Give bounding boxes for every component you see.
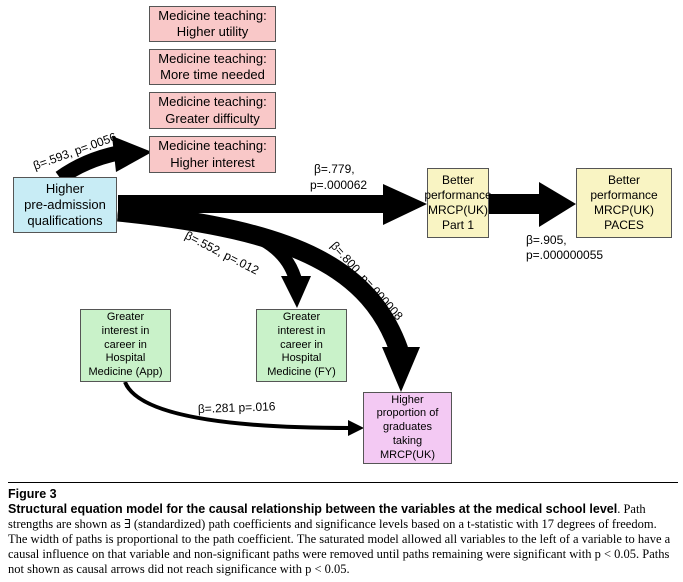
node-proportion-taking-mrcp: Higher proportion of graduates taking MR… <box>363 392 452 464</box>
node-interest-hospital-medicine-app: Greater interest in career in Hospital M… <box>80 309 171 382</box>
node-label: Medicine teaching: Higher utility <box>158 7 267 39</box>
path-arrow-preadmission-to-proportion <box>117 202 408 354</box>
arrowhead-preadmission-to-fy <box>281 276 311 308</box>
node-label: Greater interest in career in Hospital M… <box>88 311 163 379</box>
node-medicine-teaching-time: Medicine teaching: More time needed <box>149 49 276 85</box>
path-label-app-to-proportion: β=.281 p=.016 <box>198 399 276 416</box>
arrowhead-preadmission-to-proportion <box>382 347 420 392</box>
figure-label: Figure 3 <box>8 487 57 501</box>
path-arrow-app-to-proportion <box>123 381 351 430</box>
node-label: Medicine teaching: More time needed <box>158 50 267 82</box>
node-label: Better performance MRCP(UK) Part 1 <box>424 173 492 232</box>
node-mrcp-part1: Better performance MRCP(UK) Part 1 <box>424 168 492 238</box>
node-medicine-teaching-utility: Medicine teaching: Higher utility <box>149 6 276 42</box>
caption-body: . Path strengths are shown as ∃ (standar… <box>8 502 671 576</box>
node-label: Greater interest in career in Hospital M… <box>267 311 336 379</box>
arrowhead-preadmission-to-interest <box>112 136 152 172</box>
node-label: Higher pre-admission qualifications <box>24 180 106 229</box>
node-medicine-teaching-difficulty: Medicine teaching: Greater difficulty <box>149 92 276 129</box>
node-mrcp-paces: Better performance MRCP(UK) PACES <box>576 168 672 238</box>
node-label: Better performance MRCP(UK) PACES <box>590 173 658 232</box>
arrowhead-app-to-proportion <box>348 420 364 436</box>
caption-text: Structural equation model for the causal… <box>8 502 678 577</box>
arrowhead-part1-to-paces <box>539 182 576 227</box>
path-label-to-paces-p: p=.000000055 <box>526 248 603 262</box>
path-label-to-paces-beta: β=.905, <box>526 233 567 247</box>
diagram-arrows: β=.593, p=.0056 β=.779, p=.000062 β=.905… <box>31 130 603 436</box>
path-arrow-preadmission-to-interest <box>55 145 120 185</box>
node-medicine-teaching-interest: Medicine teaching: Higher interest <box>149 136 276 173</box>
node-label: Medicine teaching: Higher interest <box>158 138 267 170</box>
node-pre-admission-qualifications: Higher pre-admission qualifications <box>13 177 117 233</box>
node-label: Higher proportion of graduates taking MR… <box>376 393 439 461</box>
figure-caption: Figure 3 Structural equation model for t… <box>8 482 678 577</box>
node-interest-hospital-medicine-fy: Greater interest in career in Hospital M… <box>256 309 347 382</box>
path-label-to-part1-beta: β=.779, <box>314 162 355 176</box>
arrowhead-preadmission-to-part1 <box>383 184 427 225</box>
caption-rule <box>8 482 678 483</box>
path-label-to-part1-p: p=.000062 <box>310 178 367 192</box>
node-label: Medicine teaching: Greater difficulty <box>158 94 267 126</box>
caption-heading: Structural equation model for the causal… <box>8 502 618 516</box>
